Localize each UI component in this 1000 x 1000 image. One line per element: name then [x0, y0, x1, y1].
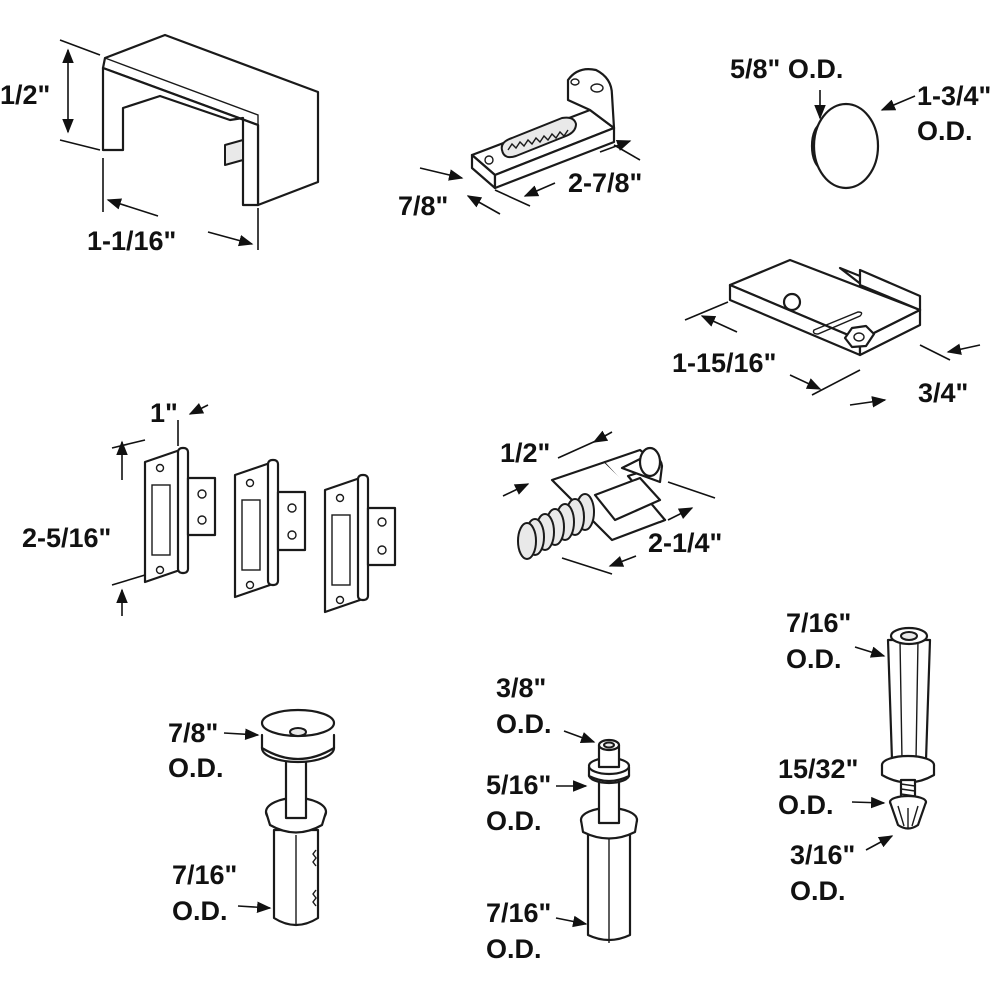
- spring-guide: [517, 446, 667, 560]
- knob-small-od-label: 5/8" O.D.: [730, 54, 843, 84]
- jamb-bracket-width-label: 3/4": [918, 378, 968, 408]
- hinge-2: [233, 458, 307, 599]
- jamb-bracket-length-label: 1-15/16": [672, 348, 776, 378]
- wheel-pivot: [260, 708, 336, 927]
- hinge-1: [143, 446, 217, 584]
- bottom-pivot-shaft-od-value: 7/16": [486, 898, 551, 928]
- wheel-pivot-shaft-od-value: 7/16": [172, 860, 237, 890]
- top-pivot: [880, 626, 936, 830]
- wheel-pivot-top-od-unit: O.D.: [168, 753, 224, 783]
- adjustable-bracket: [470, 68, 616, 190]
- track-height-dimension: [59, 39, 101, 151]
- top-pivot-collar-od-unit: O.D.: [778, 790, 834, 820]
- bracket-width-label: 7/8": [398, 191, 448, 221]
- bracket-length-label: 2-7/8": [568, 168, 642, 198]
- spring-guide-dimensions: [502, 430, 716, 575]
- wheel-pivot-shaft-od-unit: O.D.: [172, 896, 228, 926]
- hinge-3: [323, 473, 397, 614]
- door-knob: [810, 102, 880, 190]
- bottom-pivot-shaft-od-unit: O.D.: [486, 934, 542, 964]
- bracket-dimensions: [419, 140, 641, 215]
- bottom-pivot-tip-od-value: 3/8": [496, 673, 546, 703]
- bottom-pivot-mid-od-unit: O.D.: [486, 806, 542, 836]
- jamb-bracket-dimensions: [684, 301, 981, 408]
- wheel-pivot-top-od-value: 7/8": [168, 718, 218, 748]
- track-width-label: 1-1/16": [87, 226, 176, 256]
- knob-dimensions: [814, 90, 916, 120]
- top-pivot-dimensions: [851, 646, 894, 851]
- hinge-set: [143, 446, 397, 614]
- spring-coil: [517, 493, 595, 560]
- bottom-pivot-tip-od-unit: O.D.: [496, 709, 552, 739]
- track-height-label: 1/2": [0, 80, 50, 110]
- knob-large-od-unit: O.D.: [917, 116, 973, 146]
- hinge-height-label: 2-5/16": [22, 523, 111, 553]
- bottom-pivot-mid-od-value: 5/16": [486, 770, 551, 800]
- wheel-pivot-dimensions: [223, 728, 272, 913]
- track-profile: [101, 33, 320, 207]
- top-pivot-tip-od-unit: O.D.: [790, 876, 846, 906]
- top-pivot-shaft-od-unit: O.D.: [786, 644, 842, 674]
- top-pivot-shaft-od-value: 7/16": [786, 608, 851, 638]
- hinge-width-label: 1": [150, 398, 178, 428]
- bottom-pivot: [579, 738, 639, 943]
- jamb-bracket: [728, 258, 922, 357]
- hinge-dimensions: [111, 403, 209, 616]
- spring-guide-length-label: 2-1/4": [648, 528, 722, 558]
- top-pivot-tip-od-value: 3/16": [790, 840, 855, 870]
- top-pivot-collar-od-value: 15/32": [778, 754, 858, 784]
- bottom-pivot-dimensions: [555, 730, 596, 928]
- knob-large-od-value: 1-3/4": [917, 81, 991, 111]
- spring-guide-diameter-label: 1/2": [500, 438, 550, 468]
- track-width-dimension: [102, 158, 259, 250]
